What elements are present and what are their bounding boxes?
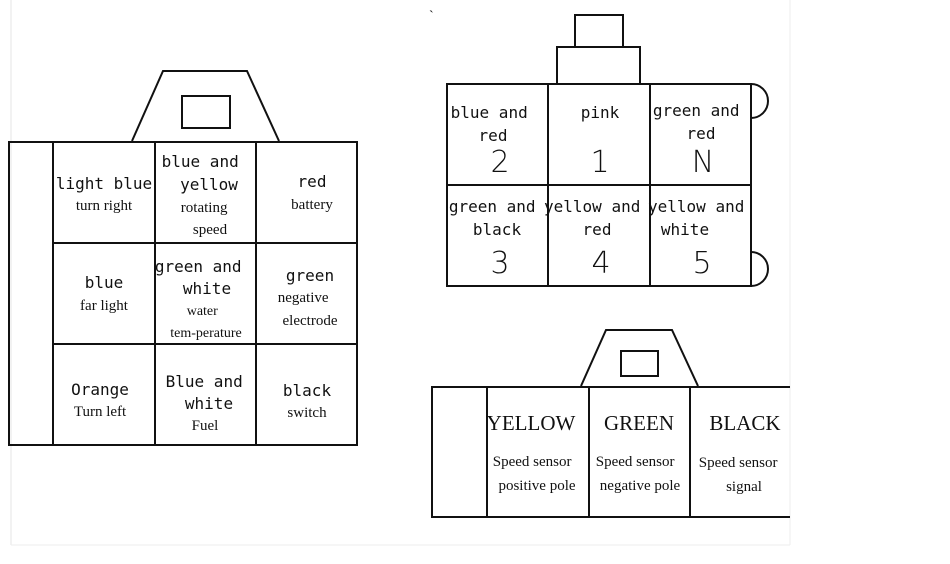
left-cell-color-line1: green and [155,257,242,276]
sensor-function: Speed sensor positive pole [493,454,576,494]
sensor-cell-black: BLACK Speed sensor signal [699,411,782,495]
left-cell-function: Fuel [192,418,219,434]
pin-color: green and black [449,197,545,239]
left-cell-function-line2: electrode [283,313,338,329]
left-cell-color: black [283,381,332,400]
pin-color: yellow and red [544,197,650,239]
left-cell-blue-and-yellow: blue and yellow rotating speed [162,152,249,238]
pin-color-line2: red [583,220,612,239]
left-cell-function-line2: speed [193,222,228,238]
connector-left-housing [8,141,358,446]
left-cell-green: green negative electrode [278,266,338,329]
pin-color-line2: red [687,124,716,143]
sensor-function-line2: negative pole [600,478,681,494]
pin-number: 1 [590,145,609,180]
left-cell-black: black switch [283,381,332,421]
pin-number: 2 [490,145,509,180]
left-cell-function: turn right [76,198,133,214]
left-cell-function: Turn left [74,404,127,420]
sensor-function-line2: positive pole [498,478,575,494]
left-cell-function-line1: water [187,304,218,319]
sensor-function-line1: Speed sensor [699,455,778,471]
left-cell-green-and-white: green and white water tem-perature [155,257,251,341]
sensor-cell-green: GREEN Speed sensor negative pole [596,411,681,494]
pin-color-line1: green and [653,101,740,120]
left-cell-function: far light [80,298,129,314]
left-cell-color-line2: white [183,279,231,298]
sensor-function: Speed sensor signal [699,455,782,495]
left-cell-function: water tem-perature [170,304,242,341]
sensor-function: Speed sensor negative pole [596,454,681,494]
pin-cell-3: green and black 3 [449,197,545,281]
left-cell-color: light blue [56,174,152,193]
left-cell-color: green and white [155,257,251,298]
pin-number: N [692,145,714,180]
pin-color-line2: red [479,126,508,145]
left-cell-color-line1: blue and [162,152,239,171]
connector-top-right: blue and red 2 pink 1 green and red N gr… [446,14,769,287]
pin-color-line1: blue and [451,103,528,122]
left-cell-color-line2: yellow [180,175,238,194]
left-cell-function-line2: tem-perature [170,326,242,341]
sensor-color: YELLOW [487,411,576,435]
connector-top-right-latch [556,14,641,85]
pin-color: blue and red [451,103,538,145]
left-cell-color-line2: white [185,394,233,413]
connector-left: light blue turn right blue and yellow ro… [8,70,358,446]
left-cell-function-line1: rotating [181,200,228,216]
left-cell-color: blue and yellow [162,152,249,194]
left-cell-light-blue: light blue turn right [56,174,152,214]
pin-number: 5 [692,246,711,281]
left-cell-blue-and-white: Blue and white Fuel [166,372,253,434]
pin-color-line1: green and [449,197,536,216]
left-cell-function: battery [291,197,333,213]
pin-cell-2: blue and red 2 [451,103,538,180]
sensor-color: GREEN [604,411,674,435]
sensor-function-line1: Speed sensor [596,454,675,470]
left-cell-function-line1: negative [278,290,329,306]
pin-color: green and red [653,101,749,143]
left-cell-function: negative electrode [278,290,338,329]
left-cell-function: rotating speed [181,200,231,238]
pin-number: 3 [490,246,509,281]
left-cell-function: switch [287,405,327,421]
pin-cell-5: yellow and white 5 [648,197,754,281]
pin-color-line2: black [473,220,522,239]
left-cell-color: blue [85,273,124,292]
pin-color-line1: yellow and [648,197,744,216]
sensor-cell-yellow: YELLOW Speed sensor positive pole [487,411,576,494]
svg-text:`: ` [429,9,434,24]
sensor-color: BLACK [709,411,780,435]
pin-cell-n: green and red N [653,101,749,180]
left-cell-color: Orange [71,380,129,399]
connector-top-right-housing [446,83,769,287]
pin-color: yellow and white [648,197,754,239]
pin-color: pink [581,103,620,122]
pin-color-line2: white [661,220,709,239]
sensor-function-line2: signal [726,479,762,495]
left-cell-orange: Orange Turn left [71,380,129,420]
left-cell-color: Blue and white [166,372,253,413]
left-cell-red: red battery [291,172,333,213]
pin-cell-4: yellow and red 4 [544,197,650,281]
left-cell-color-line1: Blue and [166,372,243,391]
connector-left-latch [131,70,280,142]
left-cell-color: red [298,172,327,191]
connector-bottom-right: YELLOW Speed sensor positive pole GREEN … [431,329,790,518]
left-cell-color: green [286,266,334,285]
pin-cell-1: pink 1 [581,103,620,180]
left-cell-blue: blue far light [80,273,129,314]
sensor-function-line1: Speed sensor [493,454,572,470]
connector-bottom-right-latch [580,329,699,387]
pin-color-line1: yellow and [544,197,640,216]
connector-bottom-right-housing [431,386,790,518]
pin-number: 4 [591,246,610,281]
